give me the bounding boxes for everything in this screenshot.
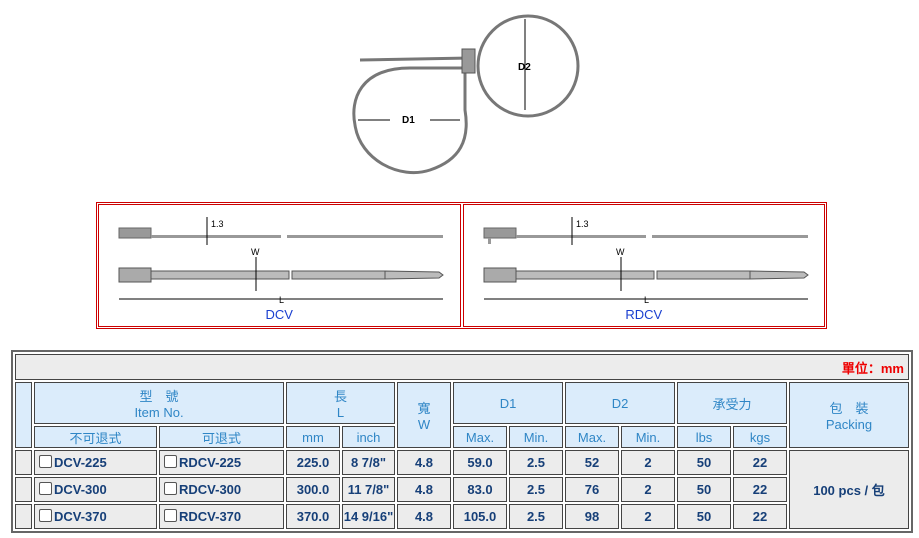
d2-max-header: Max. bbox=[565, 426, 619, 448]
cell-w: 4.8 bbox=[397, 504, 451, 529]
cell-d2-min: 2 bbox=[621, 477, 675, 502]
tie-head bbox=[461, 48, 476, 74]
release-header: 可退式 bbox=[159, 426, 284, 448]
inch-header: inch bbox=[342, 426, 395, 448]
item-rdcv: RDCV-225 bbox=[179, 455, 242, 470]
d2-min-header: Min. bbox=[621, 426, 675, 448]
diagram-label: RDCV bbox=[625, 307, 663, 322]
diagram-label: DCV bbox=[265, 307, 293, 322]
cell-d2-max: 98 bbox=[565, 504, 619, 529]
length-label: L bbox=[644, 295, 649, 305]
cell-mm: 370.0 bbox=[286, 504, 340, 529]
item-rdcv: RDCV-300 bbox=[179, 482, 242, 497]
d1-label: D1 bbox=[402, 115, 415, 126]
cell-inch: 8 7/8" bbox=[342, 450, 395, 475]
cell-d2-min: 2 bbox=[621, 504, 675, 529]
diagram-dcv: 1.3 W L DCV bbox=[98, 204, 461, 327]
cell-w: 4.8 bbox=[397, 477, 451, 502]
cell-mm: 300.0 bbox=[286, 477, 340, 502]
cell-d1-min: 2.5 bbox=[509, 450, 563, 475]
item-rdcv: RDCV-370 bbox=[179, 509, 242, 524]
cell-d1-max: 105.0 bbox=[453, 504, 507, 529]
d2-header: D2 bbox=[565, 382, 675, 424]
width-label: W bbox=[251, 247, 260, 257]
loop-d2 bbox=[476, 14, 580, 118]
item-dcv: DCV-370 bbox=[54, 509, 107, 524]
strength-header: 承受力 bbox=[677, 382, 787, 424]
tie-tail bbox=[359, 56, 471, 62]
d1-max-header: Max. bbox=[453, 426, 507, 448]
cell-inch: 11 7/8" bbox=[342, 477, 395, 502]
checkbox[interactable] bbox=[39, 509, 52, 522]
non-release-header: 不可退式 bbox=[34, 426, 157, 448]
width-label: W bbox=[616, 247, 625, 257]
cell-d2-max: 76 bbox=[565, 477, 619, 502]
loop-d1 bbox=[352, 66, 468, 175]
cell-kgs: 22 bbox=[733, 477, 787, 502]
cell-d2-max: 52 bbox=[565, 450, 619, 475]
d1-min-header: Min. bbox=[509, 426, 563, 448]
tie-dimension-diagrams: 1.3 W L DCV 1.3 W L RDCV bbox=[96, 202, 827, 329]
d1-header: D1 bbox=[453, 382, 563, 424]
thickness-label: 1.3 bbox=[211, 219, 224, 229]
cable-tie-loop-figure: D2 D1 bbox=[352, 14, 580, 175]
mm-header: mm bbox=[286, 426, 340, 448]
checkbox[interactable] bbox=[164, 509, 177, 522]
kgs-header: kgs bbox=[733, 426, 787, 448]
cell-lbs: 50 bbox=[677, 477, 731, 502]
item-dcv: DCV-300 bbox=[54, 482, 107, 497]
cell-kgs: 22 bbox=[733, 450, 787, 475]
cell-d1-min: 2.5 bbox=[509, 477, 563, 502]
d2-label: D2 bbox=[518, 62, 531, 73]
table-row: DCV-370 RDCV-370 370.0 14 9/16" 4.8 105.… bbox=[15, 504, 909, 529]
table-row: DCV-225 RDCV-225 225.0 8 7/8" 4.8 59.0 2… bbox=[15, 450, 909, 529]
cell-d1-max: 59.0 bbox=[453, 450, 507, 475]
cell-d1-min: 2.5 bbox=[509, 504, 563, 529]
checkbox[interactable] bbox=[39, 455, 52, 468]
cell-mm: 225.0 bbox=[286, 450, 340, 475]
diagram-rdcv: 1.3 W L RDCV bbox=[462, 204, 825, 327]
checkbox[interactable] bbox=[39, 482, 52, 495]
cell-inch: 14 9/16" bbox=[342, 504, 395, 529]
item-dcv: DCV-225 bbox=[54, 455, 107, 470]
cell-kgs: 22 bbox=[733, 504, 787, 529]
cell-d1-max: 83.0 bbox=[453, 477, 507, 502]
blank-header bbox=[15, 382, 32, 448]
table-row: DCV-300 RDCV-300 300.0 11 7/8" 4.8 83.0 … bbox=[15, 477, 909, 502]
checkbox[interactable] bbox=[164, 482, 177, 495]
thickness-label: 1.3 bbox=[576, 219, 589, 229]
packing-cell: 100 pcs / 包 bbox=[789, 450, 909, 529]
cell-d2-min: 2 bbox=[621, 450, 675, 475]
length-label: L bbox=[279, 295, 284, 305]
unit-label: 單位：mm bbox=[15, 354, 909, 380]
cell-lbs: 50 bbox=[677, 504, 731, 529]
checkbox[interactable] bbox=[164, 455, 177, 468]
cell-lbs: 50 bbox=[677, 450, 731, 475]
lbs-header: lbs bbox=[677, 426, 731, 448]
cell-w: 4.8 bbox=[397, 450, 451, 475]
